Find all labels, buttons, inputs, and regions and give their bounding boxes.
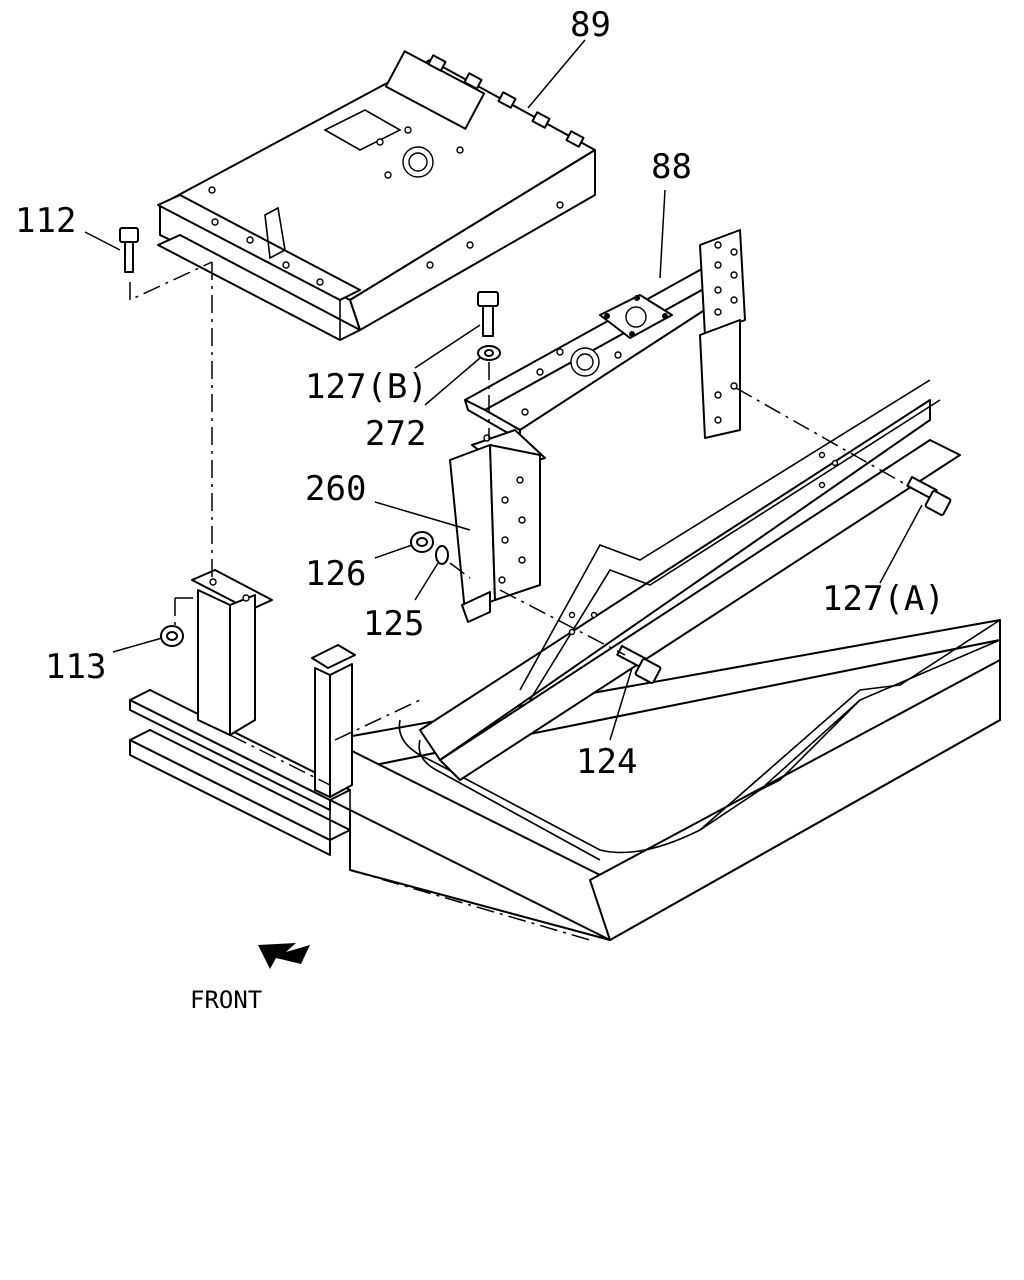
callout-124: 124 (576, 742, 637, 782)
callout-112: 112 (15, 201, 76, 241)
part-88-bracket (464, 229, 746, 441)
callout-127b: 127(B) (305, 367, 428, 407)
callout-127a: 127(A) (822, 579, 945, 619)
part-260-bracket (449, 429, 546, 623)
leader-lines (84, 39, 923, 741)
left-support-bracket (129, 569, 356, 856)
callout-113: 113 (45, 647, 106, 687)
part-89-box (157, 50, 596, 341)
front-arrow-icon (258, 943, 310, 969)
callout-126: 126 (305, 554, 366, 594)
bolt-112 (119, 227, 139, 273)
nut-126 (410, 531, 434, 553)
vehicle-frame (329, 379, 1001, 941)
callout-272: 272 (365, 414, 426, 454)
callout-125: 125 (363, 604, 424, 644)
callout-labels: 89 88 112 127(B) 272 260 126 125 127(A) … (15, 5, 945, 782)
nut-113 (160, 625, 184, 647)
washer-125 (435, 545, 449, 565)
washer-272 (477, 345, 501, 361)
callout-88: 88 (651, 147, 692, 187)
bolt-127b (477, 291, 499, 337)
bolt-124 (616, 645, 662, 684)
callout-89: 89 (570, 5, 611, 45)
bolt-127a (906, 476, 952, 516)
assembly-lines (129, 261, 913, 941)
callout-260: 260 (305, 469, 366, 509)
front-indicator: FRONT (190, 943, 310, 1014)
fasteners (119, 227, 952, 684)
front-label: FRONT (190, 986, 262, 1014)
